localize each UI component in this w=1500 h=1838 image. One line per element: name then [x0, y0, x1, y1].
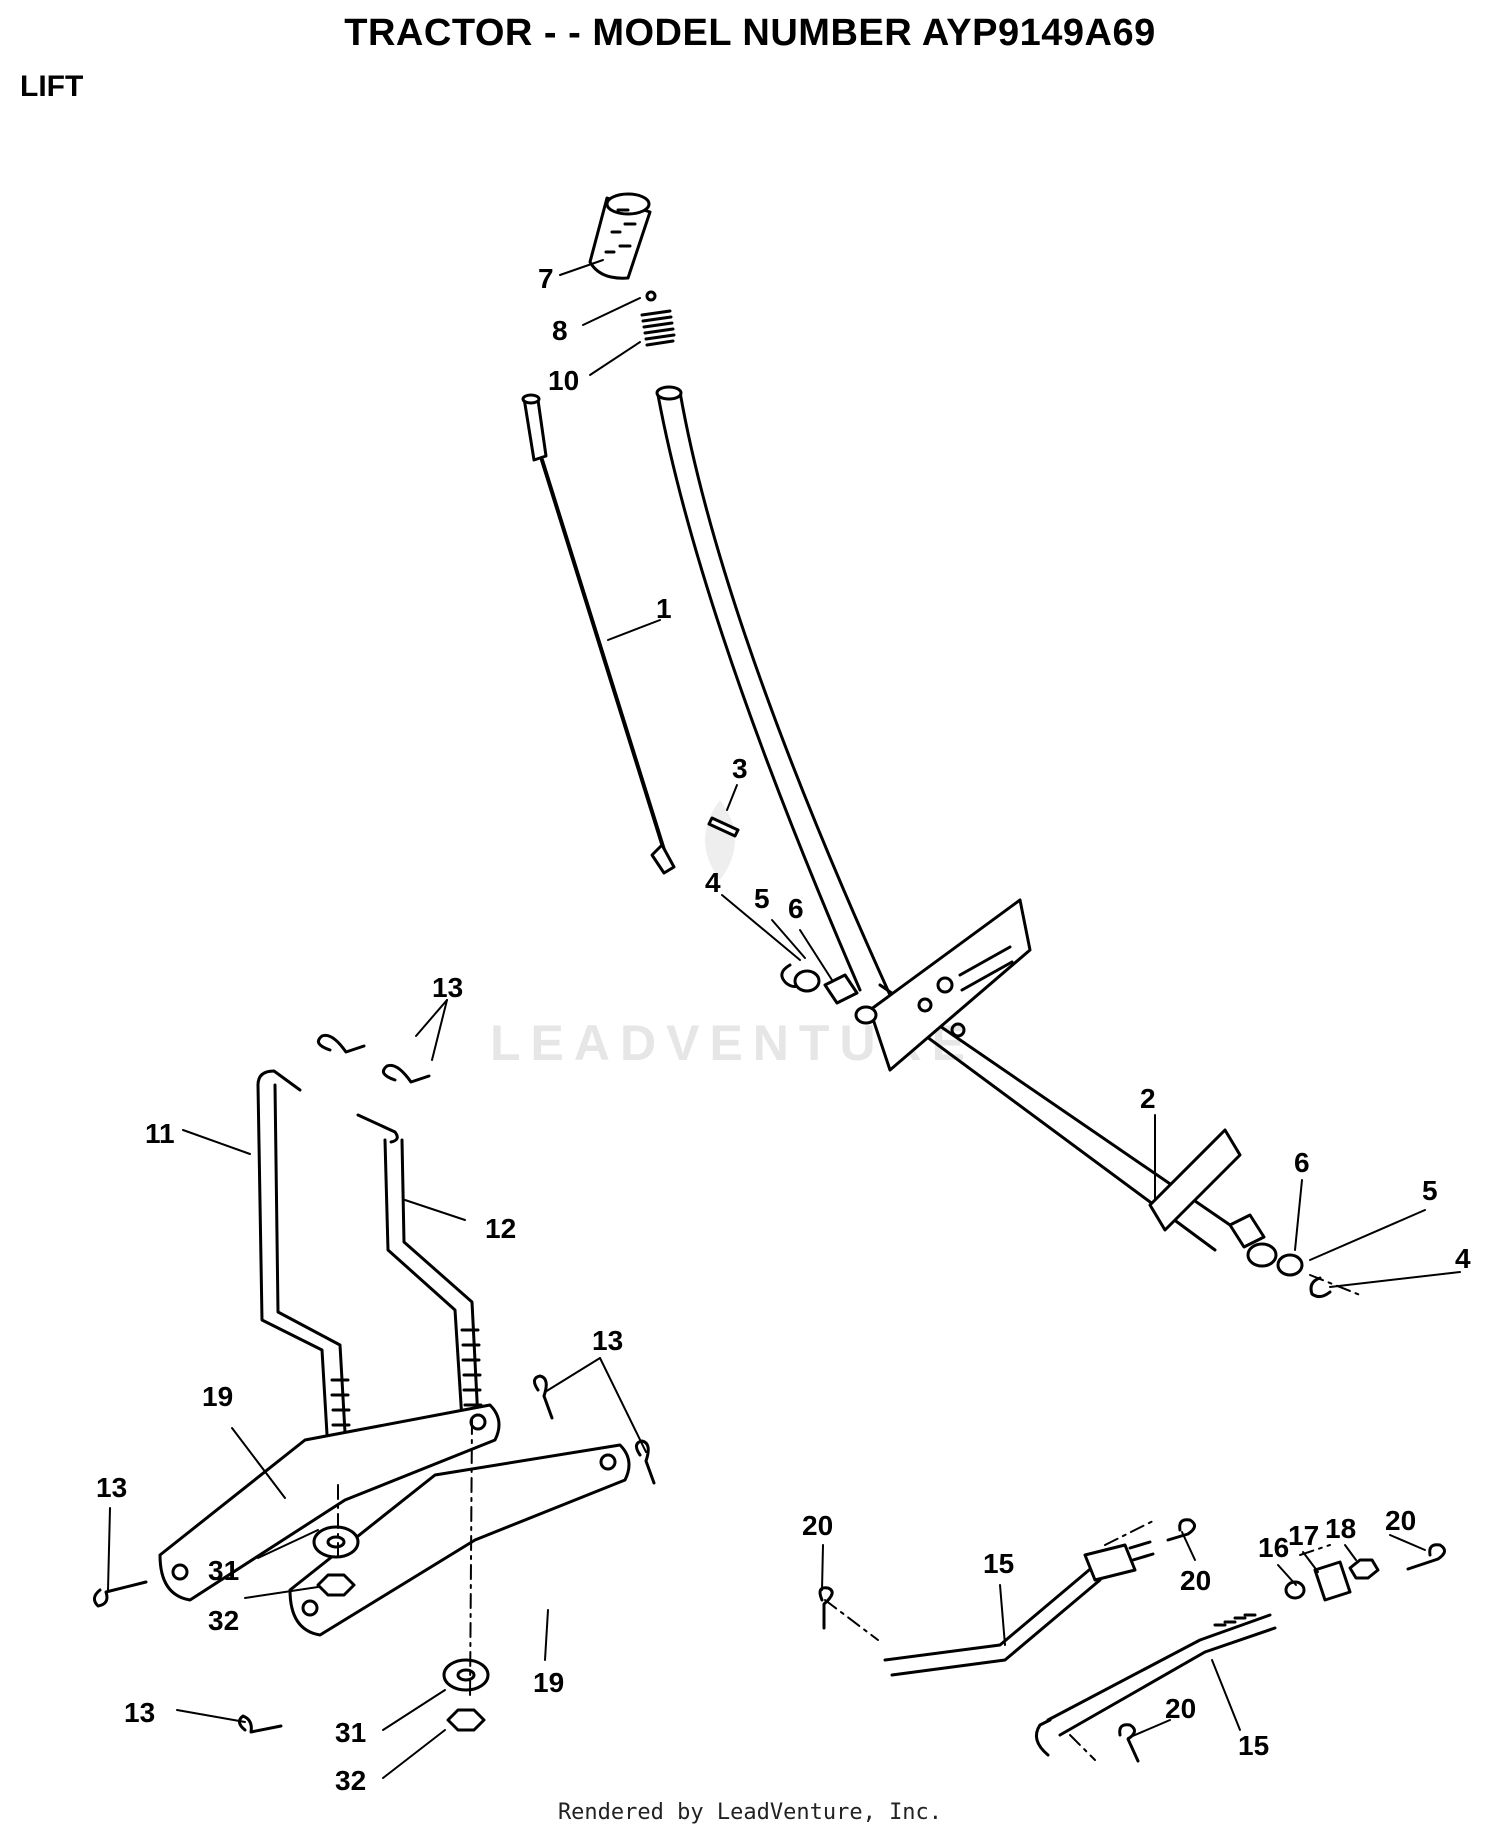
part-lift-arms [158, 1403, 631, 1637]
part-washers-nuts [312, 1525, 490, 1732]
part-pin [707, 816, 740, 838]
part-lift-rod [521, 393, 676, 875]
footer-credit: Rendered by LeadVenture, Inc. [557, 1800, 943, 1825]
part-lift-link-12 [356, 1113, 483, 1422]
callout-13-middle: 13 [592, 1325, 623, 1356]
callout-15-lower: 15 [1238, 1730, 1269, 1761]
callout-1: 1 [656, 593, 672, 624]
callout-2: 2 [1140, 1083, 1156, 1114]
callout-10: 10 [548, 365, 579, 396]
part-spring [640, 309, 676, 347]
callout-6-right: 6 [1294, 1147, 1310, 1178]
part-clip-washer-bushing-right [1228, 1213, 1332, 1299]
part-cotter-pins [818, 1518, 1446, 1763]
part-lift-handle [655, 385, 1242, 1252]
callout-20-left: 20 [802, 1510, 833, 1541]
page-title: TRACTOR - - MODEL NUMBER AYP9149A69 [344, 12, 1156, 54]
part-clip-washer-bushing-left [780, 963, 878, 1025]
callout-5-left: 5 [754, 883, 770, 914]
callout-leaders [107, 259, 1461, 1779]
callout-7: 7 [538, 263, 554, 294]
part-handle-grip [588, 192, 657, 302]
callout-6-left: 6 [788, 893, 804, 924]
callout-18: 18 [1325, 1513, 1356, 1544]
callout-8: 8 [552, 315, 568, 346]
part-adjust-rod-upper [883, 1540, 1155, 1677]
callout-5-right: 5 [1422, 1175, 1438, 1206]
part-adjust-rod-lower [1034, 1613, 1277, 1757]
callout-20-bottom: 20 [1165, 1693, 1196, 1724]
callout-16: 16 [1258, 1532, 1289, 1563]
part-hairpin-clips [93, 1033, 656, 1734]
callout-4-left: 4 [705, 867, 721, 898]
callout-4-right: 4 [1455, 1243, 1471, 1274]
callout-20-right: 20 [1385, 1505, 1416, 1536]
part-bracket-nut-washer [1284, 1558, 1380, 1602]
part-lift-link-11 [256, 1069, 353, 1487]
section-title: LIFT [20, 70, 84, 103]
callout-13-bottom: 13 [124, 1697, 155, 1728]
callout-17: 17 [1288, 1520, 1319, 1551]
callout-20-mid: 20 [1180, 1565, 1211, 1596]
callout-13-top: 13 [432, 972, 463, 1003]
callout-12: 12 [485, 1213, 516, 1244]
callout-15-upper: 15 [983, 1548, 1014, 1579]
callout-19-lower: 19 [533, 1667, 564, 1698]
callout-labels: 7 8 10 1 3 4 5 6 13 11 12 2 6 5 4 13 19 … [96, 263, 1471, 1796]
callout-32-upper: 32 [208, 1605, 239, 1636]
callout-3: 3 [732, 753, 748, 784]
callout-31-upper: 31 [208, 1555, 239, 1586]
callout-32-lower: 32 [335, 1765, 366, 1796]
callout-11: 11 [145, 1118, 175, 1149]
callout-13-left: 13 [96, 1472, 127, 1503]
callout-31-lower: 31 [335, 1717, 366, 1748]
callout-19-upper: 19 [202, 1381, 233, 1412]
